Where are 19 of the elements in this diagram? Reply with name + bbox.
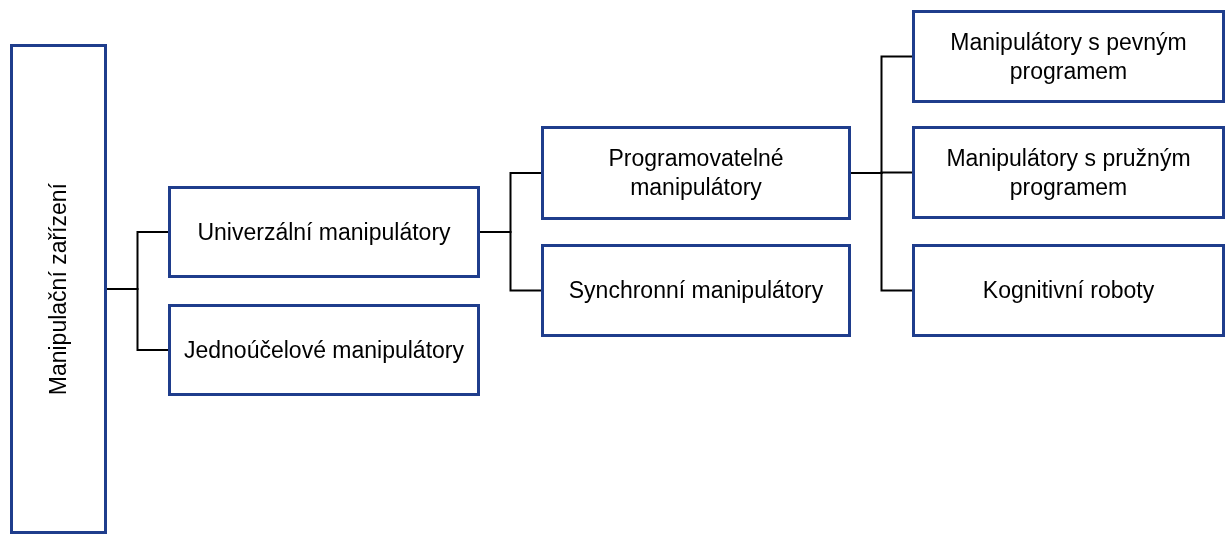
box-label: Programovatelné manipulátory [607, 144, 785, 202]
category-box [912, 10, 1225, 103]
connector-line [850, 172, 913, 292]
category-box [912, 244, 1225, 337]
category-box [168, 186, 480, 278]
box-label: Manipulátory s pevným programem [949, 27, 1188, 86]
box-label: Kognitivní roboty [981, 276, 1156, 305]
connector-line [479, 231, 542, 292]
category-box [541, 126, 851, 220]
category-box [168, 304, 480, 396]
connector-line [106, 288, 169, 351]
category-box [541, 244, 851, 337]
box-label: Jednoúčelové manipulátory [183, 335, 465, 365]
box-label: Manipulační zařízení [44, 182, 73, 396]
category-box [10, 44, 107, 534]
box-label: Univerzální manipulátory [196, 217, 452, 247]
box-label: Manipulátory s pružným programem [945, 143, 1192, 202]
box-label: Synchronní manipulátory [567, 276, 825, 305]
category-box [912, 126, 1225, 219]
